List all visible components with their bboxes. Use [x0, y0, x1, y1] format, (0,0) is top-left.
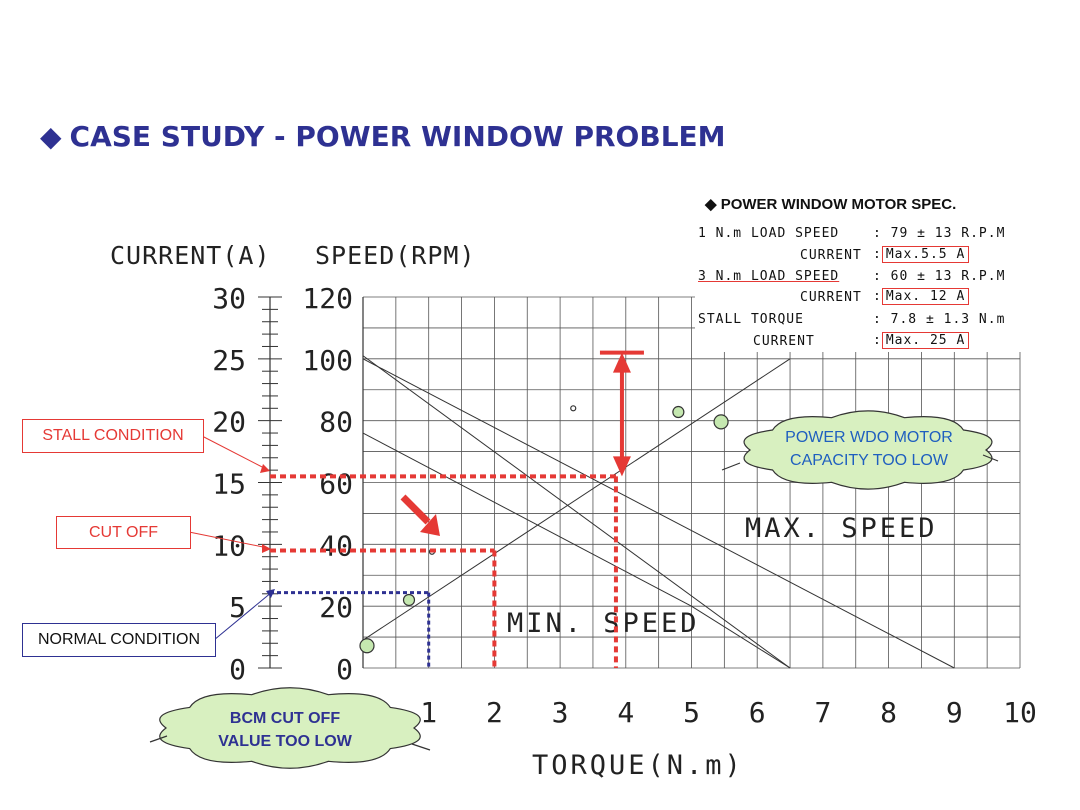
spec-row-3: 3 N.m LOAD SPEED	[698, 269, 839, 284]
spec-value-1: : 79 ± 13 R.P.M	[873, 226, 1005, 241]
current-tick-label: 25	[212, 344, 246, 377]
cutoff-leader-arrowhead	[262, 544, 271, 553]
spec-row-6: CURRENT	[753, 334, 815, 349]
wdo-cloud-line2: CAPACITY TOO LOW	[790, 452, 948, 469]
x-axis-title: TORQUE(N.m)	[532, 750, 744, 781]
slide-title: ◆CASE STUDY - POWER WINDOW PROBLEM	[40, 120, 726, 153]
current-tick-label: 15	[212, 468, 246, 501]
speed-tick-label: 120	[302, 282, 353, 315]
x-tick-label: 1	[420, 696, 437, 729]
speed-axis-title: SPEED(RPM)	[315, 241, 476, 270]
current-tick-label: 20	[212, 406, 246, 439]
x-tick-label: 2	[486, 696, 503, 729]
cloud-body	[743, 410, 993, 490]
cloud-tail	[149, 735, 168, 743]
bcm-cloud-line2: VALUE TOO LOW	[218, 733, 352, 750]
spec-colon: :	[873, 289, 882, 304]
speed-tick-label: 100	[302, 344, 353, 377]
spec-value-2: :Max.5.5 A	[873, 246, 970, 263]
spec-table-background	[695, 220, 1035, 352]
current-tick-label: 0	[229, 653, 246, 686]
speed-tick-label: 60	[319, 468, 353, 501]
spec-value-boxed: Max. 25 A	[881, 332, 970, 349]
spec-row-2: CURRENT	[800, 248, 862, 263]
cloud-body	[159, 687, 421, 769]
measured-point	[570, 405, 577, 412]
spec-value-5: : 7.8 ± 1.3 N.m	[873, 312, 1005, 327]
x-tick-label: 8	[880, 696, 897, 729]
spec-value-boxed: Max.5.5 A	[881, 246, 970, 263]
speed-tick-label: 40	[319, 529, 353, 562]
x-tick-label: 9	[946, 696, 963, 729]
speed-tick-label: 0	[336, 653, 353, 686]
stall-range-arrowhead-up	[612, 352, 631, 373]
measured-point	[672, 405, 685, 419]
spec-value-4: :Max. 12 A	[873, 288, 970, 305]
wdo-cloud-text: POWER WDO MOTOR CAPACITY TOO LOW	[740, 426, 998, 472]
x-tick-label: 7	[814, 696, 831, 729]
cloud-tail	[721, 462, 741, 471]
spec-heading-text: POWER WINDOW MOTOR SPEC.	[720, 196, 957, 213]
x-tick-label: 5	[683, 696, 700, 729]
measured-point	[713, 414, 729, 430]
spec-row-5: STALL TORQUE	[698, 312, 804, 327]
series-line-0	[362, 355, 791, 669]
wdo-cloud-line1: POWER WDO MOTOR	[785, 429, 953, 446]
measured-point	[359, 638, 375, 654]
stall-leader-arrowhead	[260, 464, 270, 473]
current-axis-title: CURRENT(A)	[110, 241, 271, 270]
spec-heading: ◆ POWER WINDOW MOTOR SPEC.	[705, 196, 957, 213]
spec-value-6: :Max. 25 A	[873, 332, 970, 349]
spec-label: 1 N.m LOAD SPEED	[698, 226, 840, 241]
spec-label: CURRENT	[800, 290, 862, 305]
spec-value-3: : 60 ± 13 R.P.M	[873, 269, 1005, 284]
spec-value: : 60 ± 13 R.P.M	[873, 269, 1006, 284]
x-tick-label: 6	[749, 696, 766, 729]
spec-row-1: 1 N.m LOAD SPEED	[698, 226, 839, 241]
max-speed-label: MAX. SPEED	[745, 513, 938, 544]
normal-leader-arrowhead	[266, 589, 275, 598]
x-tick-label: 3	[552, 696, 569, 729]
min-speed-label: MIN. SPEED	[507, 608, 700, 639]
current-tick-label: 10	[212, 529, 246, 562]
spec-colon: :	[873, 247, 882, 262]
speed-tick-label: 20	[319, 591, 353, 624]
series-line-1	[362, 432, 791, 669]
cloud-tail	[982, 454, 999, 462]
cloud-tail	[411, 743, 431, 751]
current-tick-label: 5	[229, 591, 246, 624]
stall-range-arrowhead-down	[612, 456, 631, 477]
diamond-bullet-icon: ◆	[40, 120, 62, 153]
stall-leader-line	[201, 435, 269, 471]
spec-value-boxed: Max. 12 A	[881, 288, 970, 305]
x-tick-label: 4	[617, 696, 634, 729]
bcm-cloud-line1: BCM CUT OFF	[229, 710, 341, 727]
cutoff-label: CUT OFF	[56, 516, 191, 549]
cutoff-leader-line	[188, 531, 269, 549]
spec-colon: :	[873, 333, 882, 348]
speed-tick-label: 80	[319, 406, 353, 439]
wdo-capacity-cloud	[721, 410, 999, 490]
bcm-cloud-text: BCM CUT OFF VALUE TOO LOW	[180, 707, 390, 753]
current-tick-label: 30	[212, 282, 246, 315]
slide-title-text: CASE STUDY - POWER WINDOW PROBLEM	[69, 120, 726, 153]
bcm-cutoff-cloud	[149, 687, 431, 769]
series-line-2	[362, 358, 791, 641]
spec-label: CURRENT	[800, 248, 862, 263]
stall-condition-label: STALL CONDITION	[22, 419, 204, 453]
measured-point	[402, 593, 416, 607]
spec-row-4: CURRENT	[800, 290, 862, 305]
spec-value: : 7.8 ± 1.3 N.m	[873, 312, 1006, 327]
series-line-3	[362, 358, 955, 669]
cutoff-pointer-arrow-shaft	[400, 494, 431, 525]
spec-label: 3 N.m LOAD SPEED	[698, 269, 840, 284]
spec-label: CURRENT	[753, 334, 815, 349]
spec-value: : 79 ± 13 R.P.M	[873, 226, 1006, 241]
cutoff-pointer-arrowhead	[420, 514, 440, 536]
spec-label: STALL TORQUE	[698, 312, 804, 327]
x-tick-label: 10	[1003, 696, 1037, 729]
normal-condition-label: NORMAL CONDITION	[22, 623, 216, 657]
normal-leader-line	[213, 591, 273, 641]
